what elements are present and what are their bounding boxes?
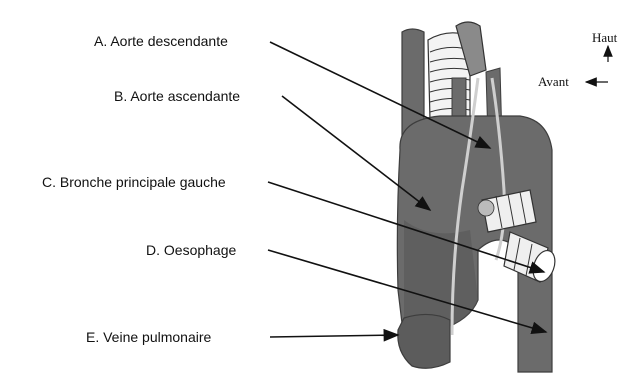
label-aorte-descendante: A. Aorte descendante — [94, 33, 228, 49]
orientation-up-label: Haut — [592, 30, 617, 46]
label-oesophage: D. Oesophage — [146, 242, 236, 258]
pulmonary-vein — [398, 314, 450, 368]
node-patch — [478, 200, 494, 216]
label-veine-pulmonaire: E. Veine pulmonaire — [86, 329, 211, 345]
orientation-front-label: Avant — [538, 74, 569, 90]
label-aorte-ascendante: B. Aorte ascendante — [114, 88, 240, 104]
label-bronche-principale-gauche: C. Bronche principale gauche — [42, 174, 226, 190]
arrow-e — [270, 335, 398, 337]
